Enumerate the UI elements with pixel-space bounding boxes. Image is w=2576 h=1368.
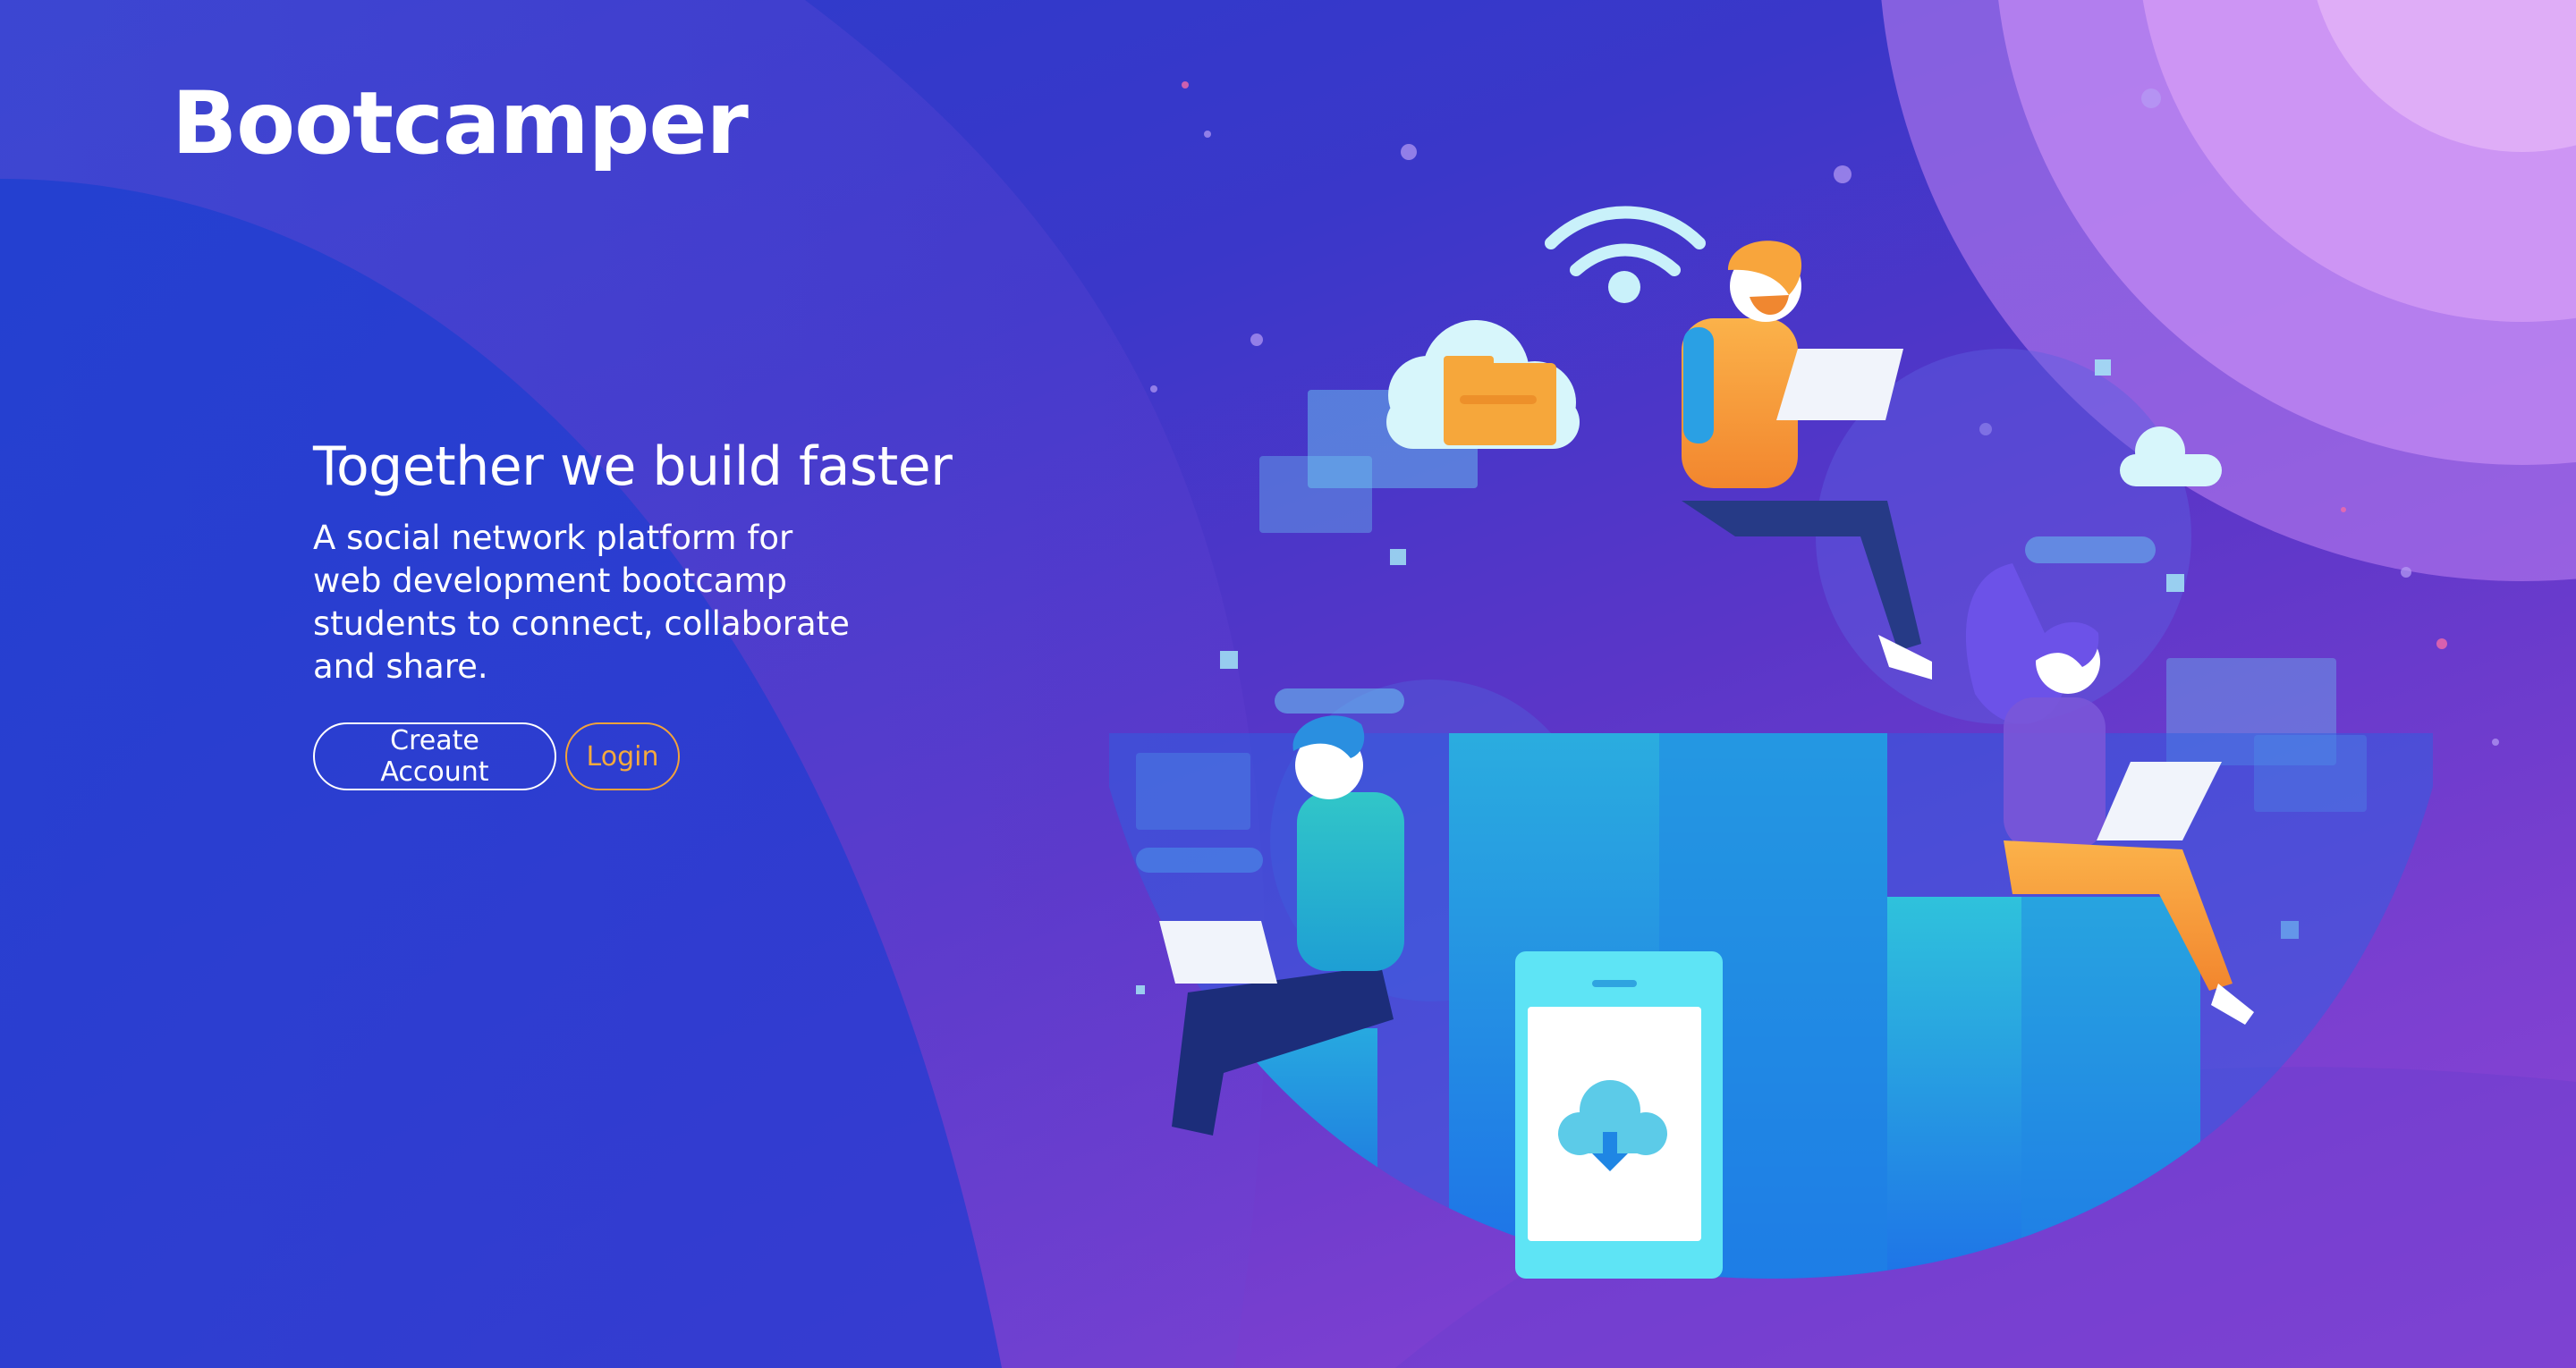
login-button[interactable]: Login — [565, 722, 680, 790]
brand-logo: Bootcamper — [172, 73, 749, 173]
team-illustration — [1109, 206, 2433, 1279]
hero-section: Together we build faster A social networ… — [313, 435, 993, 790]
hero-description: A social network platform for web develo… — [313, 519, 850, 686]
create-account-button[interactable]: Create Account — [313, 722, 556, 790]
cta-row: Create Account Login — [313, 722, 993, 790]
hero-title: Together we build faster — [313, 435, 953, 498]
